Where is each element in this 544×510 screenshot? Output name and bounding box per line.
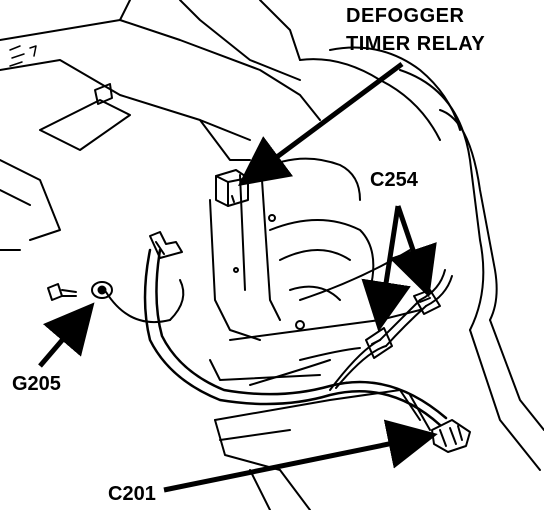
ground-bolt-g205: [47, 281, 113, 301]
defogger-relay-component: [215, 169, 249, 207]
arrow-c254-left: [361, 205, 411, 332]
arrow-defogger-timer-relay: [237, 61, 404, 186]
label-g205: G205: [12, 373, 61, 395]
arrow-g205: [38, 302, 95, 368]
dash-structure: [0, 0, 544, 471]
harness-connector-upper: [149, 231, 183, 259]
leader-arrows: [38, 61, 438, 493]
label-c254: C254: [370, 169, 419, 191]
arrow-c201: [163, 419, 438, 493]
c201-connector: [431, 419, 471, 453]
label-timer-relay: TIMER RELAY: [346, 33, 485, 55]
wiring-harness: [105, 248, 453, 431]
label-c201: C201: [108, 483, 156, 505]
arrow-c254-right: [389, 205, 437, 298]
panel-markings: [9, 45, 37, 67]
c254-connector-lower: [365, 327, 393, 359]
label-defogger: DEFOGGER: [346, 5, 465, 27]
